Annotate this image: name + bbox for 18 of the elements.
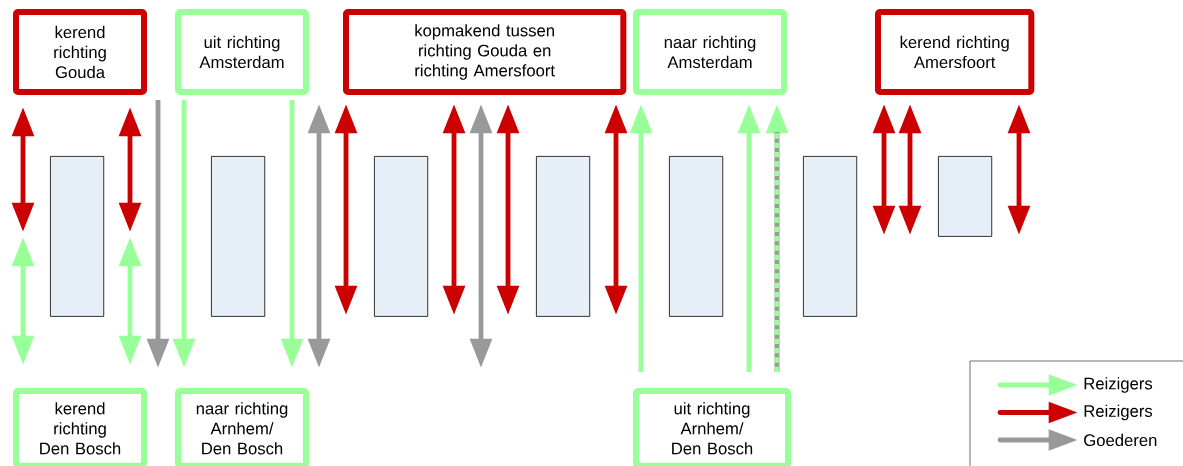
platform <box>50 156 105 317</box>
legend-label: Reizigers <box>1084 377 1153 393</box>
platform <box>669 156 724 317</box>
platform <box>536 156 591 317</box>
label-box: kopmakend tussen richting Gouda en richting Amersfoort <box>343 9 627 95</box>
platform <box>803 156 858 317</box>
legend-label: Goederen <box>1084 433 1157 447</box>
label-box: kerend richting Den Bosch <box>13 388 147 466</box>
label-box: kerend richting Amersfoort <box>875 9 1035 95</box>
legend-label: Reizigers <box>1084 404 1153 421</box>
platform <box>374 156 429 317</box>
platform <box>211 156 266 317</box>
label-box: naar richting Arnhem/ Den Bosch <box>175 388 309 466</box>
label-box: kerend richting Gouda <box>13 9 147 95</box>
platform <box>938 156 993 237</box>
label-box: uit richting Arnhem/ Den Bosch <box>633 388 791 466</box>
label-box: naar richting Amsterdam <box>633 9 787 95</box>
label-box: uit richting Amsterdam <box>175 9 309 95</box>
